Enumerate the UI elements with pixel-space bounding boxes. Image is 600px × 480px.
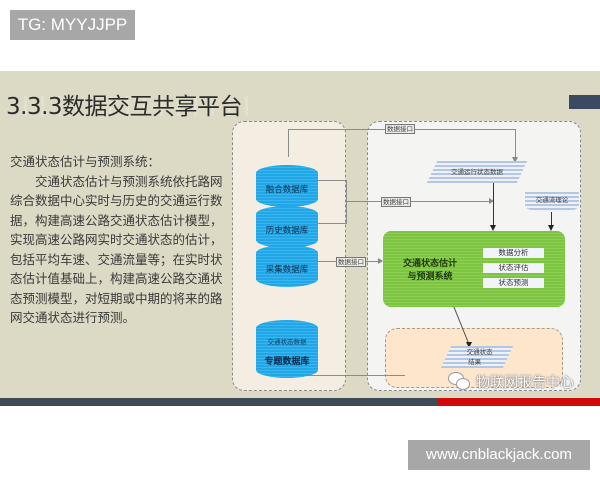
bottom-bar-red-accent [438,398,600,406]
database-label: 融合数据库 [265,185,309,195]
traffic-flow-theory-shape: 交通流理论 [525,192,579,212]
function-state-evaluation: 状态评估 [483,263,544,273]
connector-line [318,180,346,181]
function-state-prediction: 状态预测 [483,278,544,288]
result-label-line2: 结果 [468,358,482,366]
data-interface-label: 数据接口 [336,257,366,267]
slide-bottom-bar [0,398,600,406]
connector-line [287,375,405,376]
system-title-line2: 与预测系统 [407,272,453,282]
data-interface-label: 数据接口 [385,124,415,134]
estimation-system-title: 交通状态估计 与预测系统 [395,258,465,284]
traffic-running-data-label: 交通运行状态数据 [451,168,503,176]
connector-line [551,211,552,227]
traffic-state-result-shape: 交通状态 结果 [440,346,514,368]
body-heading: 交通状态估计与预测系统： [10,154,161,169]
connector-line [515,129,516,159]
database-label: 历史数据库 [265,226,309,236]
database-history: 历史数据库 [256,206,318,248]
connector-line [493,181,494,227]
title-accent-bar [569,95,600,109]
database-label: 专题数据库 [264,356,310,367]
database-thematic: 交通状态数据 专题数据库 [256,320,318,378]
body-paragraph: 交通状态估计与预测系统依托路网综合数据中心实时与历史的交通运行数据，构建高速公路… [10,173,223,326]
result-label-line1: 交通状态 [466,348,493,356]
arrow-down-icon [466,342,472,348]
tag-badge: TG: MYYJJPP [10,10,135,40]
connector-line [346,180,347,224]
data-interface-label: 数据接口 [381,197,411,207]
body-text: 交通状态估计与预测系统： 交通状态估计与预测系统依托路网综合数据中心实时与历史的… [10,152,225,328]
database-sublabel: 交通状态数据 [267,337,307,346]
database-fusion: 融合数据库 [256,165,318,207]
watermark-text: 物联网报告中心 [476,375,574,391]
connector-line [288,129,289,157]
database-collection: 采集数据库 [256,245,318,287]
slide-title: 3.3.3数据交互共享平台 [6,94,243,120]
traffic-running-data-shape: 交通运行状态数据 [426,161,528,183]
arrow-down-icon [548,225,554,231]
system-title-line1: 交通状态估计 [402,259,457,269]
traffic-flow-theory-label: 交通流理论 [535,196,569,204]
arrow-down-icon [512,157,518,163]
function-data-analysis: 数据分析 [483,248,544,258]
connector-line [346,201,489,202]
arrow-right-icon [378,258,383,264]
database-label: 采集数据库 [265,265,309,275]
wechat-icon [448,372,472,392]
connector-line [318,223,346,224]
arrow-down-icon [490,225,496,231]
url-badge: www.cnblackjack.com [408,440,590,470]
arrow-right-icon [489,198,494,204]
watermark: 物联网报告中心 [448,372,574,392]
